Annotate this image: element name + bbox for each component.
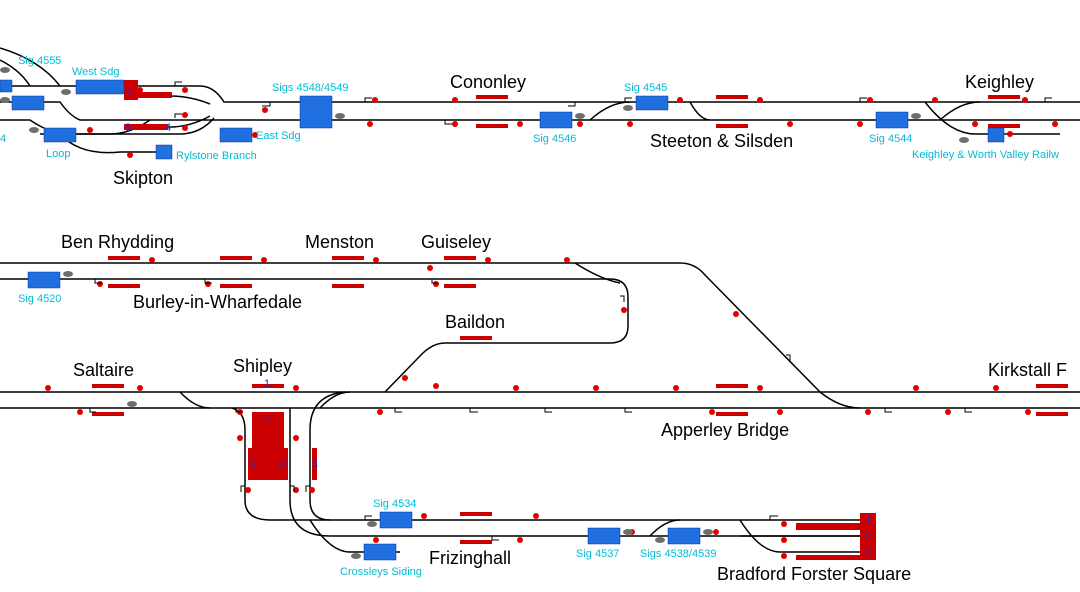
station-shipley: Shipley [233,356,292,376]
station-saltaire: Saltaire [73,360,134,380]
shipley-platform-2: 2 [264,415,270,427]
label-sig-4537: Sig 4537 [576,548,619,560]
station-frizinghall: Frizinghall [429,548,511,568]
station-ben-rhydding: Ben Rhydding [61,232,174,252]
label-sig-4555: Sig 4555 [18,55,61,67]
station-apperley: Apperley Bridge [661,420,789,440]
lower-section-tracks [231,391,860,553]
platforms [92,80,1068,560]
label-loop: Loop [46,148,70,160]
label-east-sdg: East Sdg [256,130,301,142]
middle-section-tracks [0,262,1080,409]
station-kirkstall: Kirkstall F [988,360,1067,380]
shipley-platform-4: 4 [312,459,318,471]
label-sigs-4548: Sigs 4548/4549 [272,82,348,94]
shipley-platform-3: 3 [279,459,285,471]
station-steeton: Steeton & Silsden [650,131,793,151]
station-keighley: Keighley [965,72,1034,92]
signals [45,87,1058,559]
station-labels: Cononley Keighley Skipton Steeton & Sils… [61,72,1067,584]
station-guiseley: Guiseley [421,232,491,252]
skipton-platform-3: 3 [125,122,131,134]
locos [0,67,969,559]
label-edge-4: 4 [0,133,6,145]
shipley-platform-5: 5 [250,459,256,471]
bradford-platform-2: 2 [865,531,871,543]
label-sig-4520: Sig 4520 [18,293,61,305]
shipley-platform-1: 1 [264,378,270,390]
station-bradford: Bradford Forster Square [717,564,911,584]
label-sig-4544: Sig 4544 [869,133,912,145]
station-skipton: Skipton [113,168,173,188]
station-menston: Menston [305,232,374,252]
bradford-platform-3: 3 [865,547,871,559]
skipton-platform-2: 2 [126,89,132,101]
signal-posts [89,81,1052,541]
label-sigs-4538: Sigs 4538/4539 [640,548,716,560]
signal-labels: Sig 4555 West Sdg Sigs 4548/4549 Sig 454… [0,55,1059,578]
label-crossleys: Crossleys Siding [340,566,422,578]
bradford-platform-1: 1 [865,515,871,527]
label-sig-4534: Sig 4534 [373,498,416,510]
label-sig-4546: Sig 4546 [533,133,576,145]
platform-numbers: 2 3 4 1 2 3 4 5 1 2 3 [125,89,871,559]
label-sig-4545: Sig 4545 [624,82,667,94]
station-baildon: Baildon [445,312,505,332]
track-blocks [0,79,1005,561]
station-cononley: Cononley [450,72,526,92]
label-rylstone: Rylstone Branch [176,150,257,162]
station-burley: Burley-in-Wharfedale [133,292,302,312]
skipton-platform-4: 4 [165,122,171,134]
label-west-sdg: West Sdg [72,66,120,78]
label-kwvr: Keighley & Worth Valley Railw [912,149,1059,161]
